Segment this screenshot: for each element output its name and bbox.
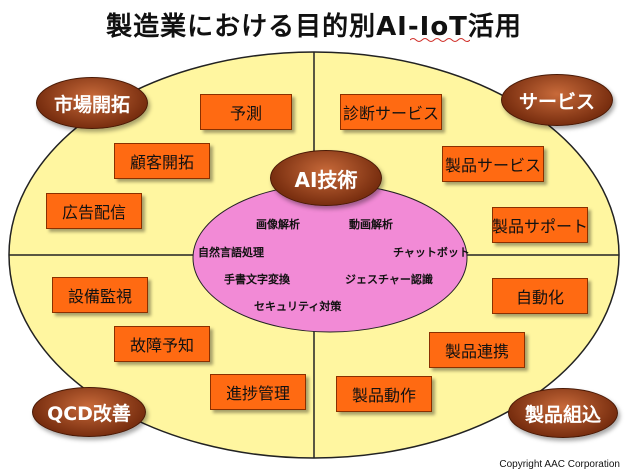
box-ad-delivery: 広告配信 [46,193,142,229]
box-customer-development: 顧客開拓 [114,143,210,179]
box-forecast: 予測 [200,94,292,130]
box-failure-prediction: 故障予知 [114,326,210,362]
tech-nlp: 自然言語処理 [198,246,264,259]
box-equipment-monitoring: 設備監視 [52,277,148,313]
spellcheck-underline [410,38,470,42]
tech-handwriting: 手書文字変換 [224,273,290,286]
box-progress-management: 進捗管理 [210,374,306,410]
box-automation: 自動化 [492,278,588,314]
badge-qcd-improvement: QCD改善 [32,387,146,437]
tech-image-analysis: 画像解析 [256,218,300,231]
box-product-service: 製品サービス [442,146,544,182]
tech-chatbot: チャットボット [393,246,470,259]
badge-service: サービス [501,74,613,126]
badge-ai-technology: AI技術 [270,150,382,206]
tech-security: セキュリティ対策 [254,300,342,313]
box-diagnosis-service: 診断サービス [340,94,442,130]
badge-product-embedding: 製品組込 [508,388,618,438]
page-title: 製造業における目的別AI-IoT活用 [106,12,522,42]
tech-gesture: ジェスチャー認識 [345,273,433,286]
box-product-operation: 製品動作 [336,376,432,412]
box-product-support: 製品サポート [492,207,588,243]
box-product-integration: 製品連携 [429,332,525,368]
copyright-notice: Copyright AAC Corporation [499,459,620,470]
badge-market-development: 市場開拓 [36,77,148,129]
tech-video-analysis: 動画解析 [349,218,393,231]
